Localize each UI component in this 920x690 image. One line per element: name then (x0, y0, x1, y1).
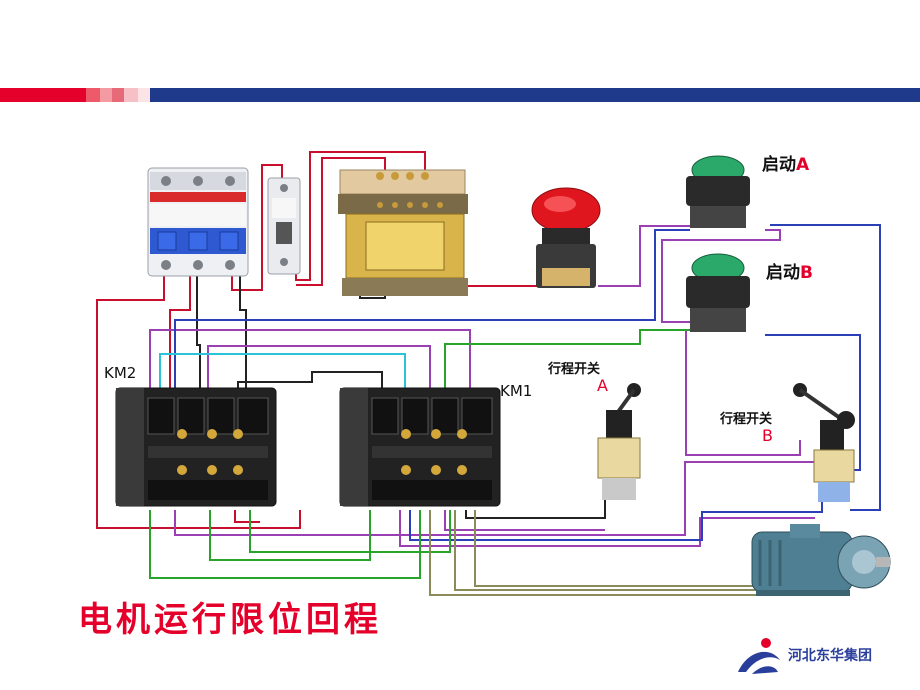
wire-blue-4 (409, 500, 823, 541)
wires (96, 151, 881, 596)
wire-green-4 (249, 510, 451, 553)
label-start-b-cn: 启动 (766, 263, 800, 283)
header-bar-fade-4 (124, 88, 138, 102)
label-km2: KM2 (104, 364, 137, 382)
wire-red-3 (231, 164, 283, 291)
wire-motor-3 (454, 510, 765, 591)
label-start-a-cn: 启动 (762, 155, 796, 175)
wire-blue-3 (765, 334, 861, 471)
mini-breaker-icon (267, 177, 301, 275)
contactor-icon-km2 (115, 387, 277, 507)
label-start-b: 启动B (766, 258, 813, 283)
header-bar-fade-1 (86, 88, 100, 102)
wire-purple-4 (661, 229, 781, 323)
wire-black-5 (465, 500, 606, 519)
wire-green-2 (149, 510, 421, 579)
wire-red-5 (296, 157, 386, 286)
header-bar-red (0, 88, 86, 102)
wire-green-3 (209, 510, 371, 561)
wire-motor-1 (429, 510, 765, 596)
wire-cyan-1 (159, 353, 406, 395)
swoosh-logo-icon (738, 638, 780, 674)
wire-black-2 (239, 272, 247, 392)
wire-purple-5 (174, 461, 815, 536)
wire-red-4 (295, 151, 426, 281)
wire-purple-6 (444, 510, 605, 531)
wire-black-1 (196, 272, 201, 395)
wire-purple-3 (598, 225, 690, 287)
transformer-icon (338, 169, 468, 296)
wire-blue-2 (770, 224, 881, 511)
green-push-button-icon-b (686, 253, 750, 332)
label-limit-b-cn: 行程开关 (720, 412, 773, 427)
emergency-stop-button-icon (531, 187, 601, 288)
contactor-icon-km1 (339, 387, 501, 507)
circuit-breaker-icon (147, 167, 249, 277)
wire-green-1 (444, 329, 700, 395)
wire-motor-2 (474, 510, 765, 587)
label-limit-a-letter: A (597, 376, 608, 395)
wire-black-4 (237, 371, 383, 392)
header-bar (0, 88, 920, 102)
label-start-a-letter: A (796, 155, 810, 175)
limit-switch-icon-b (793, 383, 855, 502)
limit-switch-icon-a (597, 383, 641, 500)
wire-purple-8 (685, 330, 801, 456)
wire-purple-7 (399, 510, 815, 547)
motor-icon (751, 524, 891, 596)
header-bar-fade-3 (112, 88, 124, 102)
wire-red-1 (96, 272, 301, 529)
wire-purple-1 (149, 329, 471, 395)
wire-red-7 (234, 510, 260, 523)
green-push-button-icon-a (686, 155, 750, 228)
label-km1: KM1 (500, 382, 533, 400)
label-limit-b-letter: B (762, 426, 773, 445)
brand-name: 河北东华集团 (788, 648, 872, 664)
header-bar-fade-5 (138, 88, 150, 102)
wire-red-2 (169, 272, 191, 395)
label-limit-a-cn: 行程开关 (548, 362, 601, 377)
label-start-a: 启动A (762, 150, 809, 175)
wire-blue-1 (174, 229, 690, 395)
diagram-title: 电机运行限位回程 (78, 600, 382, 640)
header-bar-blue (150, 88, 920, 102)
label-start-b-letter: B (800, 263, 813, 283)
wire-purple-2 (207, 345, 431, 392)
header-bar-fade-2 (100, 88, 112, 102)
